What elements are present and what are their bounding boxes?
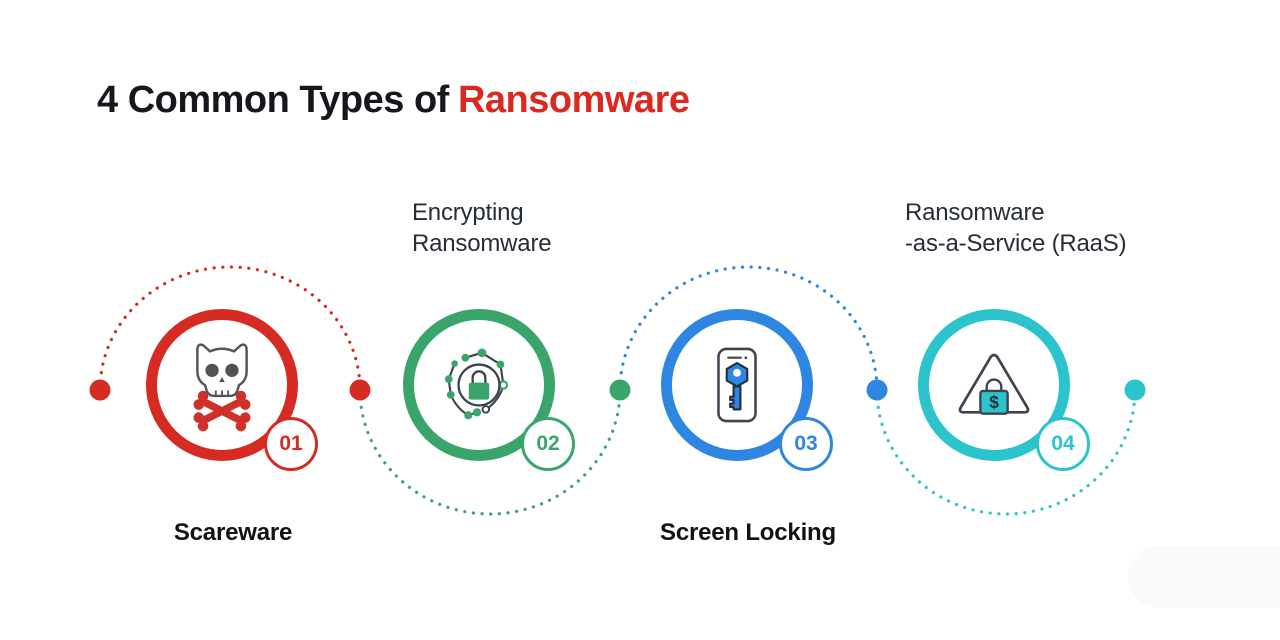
connector-dot-4 (866, 379, 888, 401)
dollar-glyph: $ (989, 392, 999, 412)
item-number: 01 (279, 432, 303, 455)
item-number-badge-2: 02 (521, 417, 575, 471)
item-number: 03 (794, 432, 818, 455)
item-circle-raas: $ (918, 309, 1070, 461)
phone-screen-key-icon (717, 347, 757, 423)
item-number-badge-4: 04 (1036, 417, 1090, 471)
item-label-raas: Ransomware -as-a-Service (RaaS) (905, 199, 1127, 257)
item-number-badge-1: 01 (264, 417, 318, 471)
network-shield-lock-icon (444, 348, 509, 420)
connector-dot-2 (349, 379, 371, 401)
connector-dot-5 (1124, 379, 1146, 401)
watermark-shape (1128, 546, 1280, 608)
item-label-scareware: Scareware (173, 519, 293, 546)
connector-arc-4 (875, 388, 1137, 516)
connector-dot-1 (89, 379, 111, 401)
item-number: 04 (1051, 432, 1075, 455)
connector-arc-2 (358, 388, 622, 516)
title-highlight: Ransomware (457, 79, 690, 121)
item-label-encrypting: Encrypting Ransomware (412, 199, 552, 257)
item-number: 02 (536, 432, 560, 455)
item-number-badge-3: 03 (779, 417, 833, 471)
connector-arc-1 (98, 265, 362, 392)
connector-dot-3 (609, 379, 631, 401)
item-circle-encrypting (403, 309, 555, 461)
item-circle-scareware (146, 309, 298, 461)
item-label-screen-locking: Screen Locking (660, 519, 836, 546)
skull-and-crossbones-icon (193, 342, 251, 431)
title-prefix: 4 Common Types of (97, 79, 449, 121)
warning-triangle-money-lock-icon: $ (958, 353, 1030, 415)
